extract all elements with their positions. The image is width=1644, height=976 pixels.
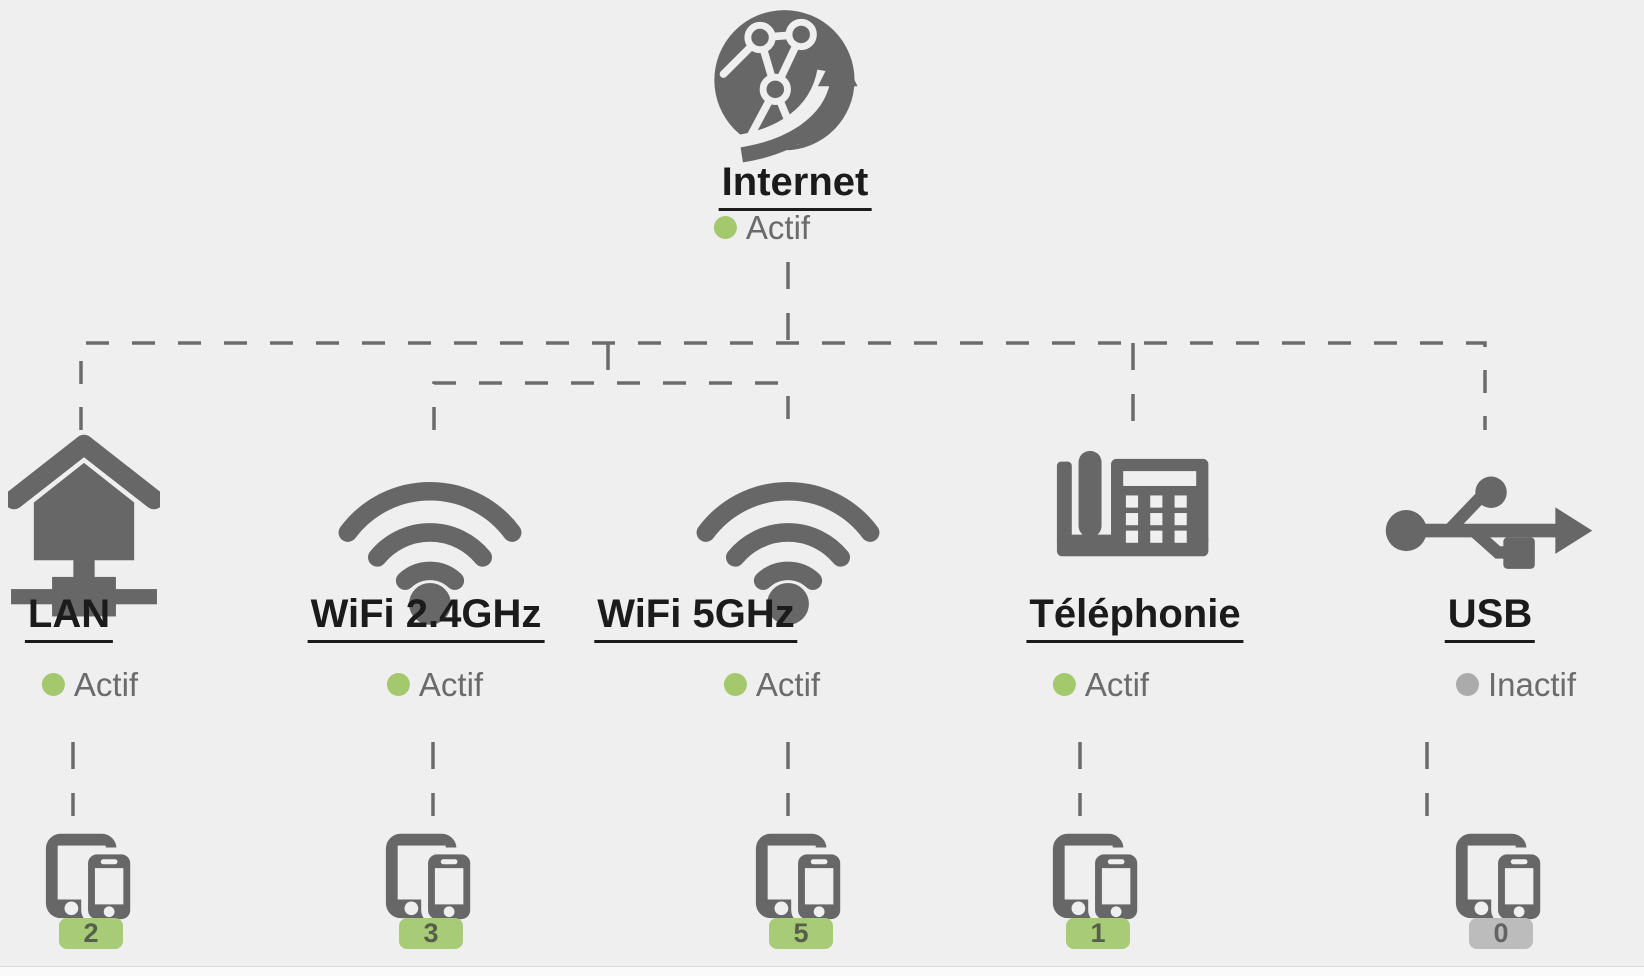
connected-devices-icon xyxy=(1050,824,1146,924)
usb-status: Inactif xyxy=(1455,666,1577,703)
device-count-badge: 3 xyxy=(399,918,463,949)
lan-home-network-icon[interactable] xyxy=(8,428,160,624)
wifi24-node-label[interactable]: WiFi 2.4GHz xyxy=(307,592,545,643)
device-count-badge: 1 xyxy=(1066,918,1130,949)
wifi-signal-icon[interactable] xyxy=(337,448,523,628)
telephony-status: Actif xyxy=(1052,666,1150,703)
internet-globe-icon[interactable] xyxy=(700,4,878,164)
lan-node-label[interactable]: LAN xyxy=(24,592,114,643)
status-dot-icon xyxy=(723,673,747,696)
status-dot-icon xyxy=(713,216,737,239)
telephony-node-label[interactable]: Téléphonie xyxy=(1026,592,1244,643)
status-dot-icon xyxy=(1052,673,1076,696)
device-count-badge: 5 xyxy=(769,918,833,949)
desk-phone-icon[interactable] xyxy=(1041,440,1227,582)
wifi5-status: Actif xyxy=(723,666,821,703)
usb-trident-icon[interactable] xyxy=(1383,450,1595,592)
status-dot-icon xyxy=(41,673,65,696)
connected-devices-icon xyxy=(753,824,849,924)
device-count-badge: 2 xyxy=(59,918,123,949)
wifi24-status: Actif xyxy=(386,666,484,703)
telephony-status-text: Actif xyxy=(1084,666,1150,703)
internet-node-label[interactable]: Internet xyxy=(718,160,872,211)
status-dot-icon xyxy=(1455,673,1479,696)
usb-node-label[interactable]: USB xyxy=(1444,592,1536,643)
connected-devices-icon xyxy=(383,824,479,924)
connected-devices-icon xyxy=(43,824,139,924)
usb-status-text: Inactif xyxy=(1487,666,1577,703)
lan-status-text: Actif xyxy=(73,666,139,703)
wifi-signal-icon[interactable] xyxy=(695,448,881,628)
wifi24-status-text: Actif xyxy=(418,666,484,703)
internet-status-text: Actif xyxy=(745,209,811,246)
connected-devices-icon xyxy=(1453,824,1549,924)
wifi5-node-label[interactable]: WiFi 5GHz xyxy=(594,592,798,643)
device-count-badge: 0 xyxy=(1469,918,1533,949)
wifi5-status-text: Actif xyxy=(755,666,821,703)
status-dot-icon xyxy=(386,673,410,696)
internet-status: Actif xyxy=(713,209,811,246)
lan-status: Actif xyxy=(41,666,139,703)
